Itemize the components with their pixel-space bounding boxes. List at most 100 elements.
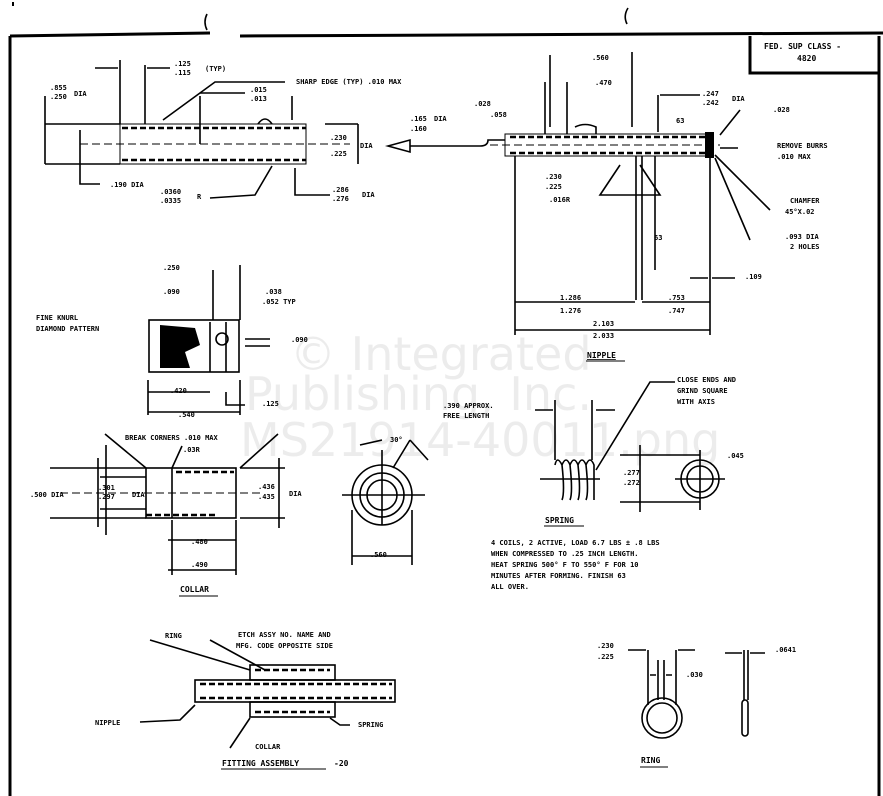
dimension-label: .230 (545, 173, 562, 181)
dimension-label: .276 (332, 195, 349, 203)
dimension-label: .013 (250, 95, 267, 103)
dimension-label: .090 (163, 288, 180, 296)
dimension-label: .540 (178, 411, 195, 419)
dimension-label: WHEN COMPRESSED TO .25 INCH LENGTH. (491, 550, 639, 558)
dimension-label: .470 (595, 79, 612, 87)
dimension-label: 1.286 (560, 294, 581, 302)
dimension-label: .855 (50, 84, 67, 92)
dimension-label: .03R (183, 446, 201, 454)
dimension-label: .301 (98, 484, 115, 492)
spring-detail: .390 APPROX. FREE LENGTH CLOSE ENDS AND … (443, 376, 744, 591)
dimension-label: .560 (592, 54, 609, 62)
dimension-label: .747 (668, 307, 685, 315)
dimension-label: .028 (773, 106, 790, 114)
dimension-label: SHARP EDGE (TYP) .010 MAX (296, 78, 402, 86)
dimension-label: FITTING ASSEMBLY (222, 759, 299, 768)
dimension-label: .058 (490, 111, 507, 119)
dimension-label: 4 COILS, 2 ACTIVE, LOAD 6.7 LBS ± .8 LBS (491, 539, 660, 547)
dimension-label: FREE LENGTH (443, 412, 489, 420)
dimension-label: MINUTES AFTER FORMING. FINISH 63 (491, 572, 626, 580)
dimension-label: NIPPLE (587, 351, 616, 360)
nipple-detail: .560 .470 .165 .160 DIA .028 .058 .247 .… (410, 52, 828, 362)
dimension-label: .480 (191, 538, 208, 546)
ring-detail: .230 .225 .030 .0641 RING (597, 642, 796, 768)
dimension-label: COLLAR (255, 743, 281, 751)
dimension-label: .420 (170, 387, 187, 395)
dimension-label: SPRING (358, 721, 383, 729)
dimension-label: .490 (191, 561, 208, 569)
dimension-label: COLLAR (180, 585, 209, 594)
knurl-detail: FINE KNURL DIAMOND PATTERN .250 .090 .03… (36, 264, 308, 419)
dimension-label: -20 (334, 759, 349, 768)
dimension-label: .052 TYP (262, 298, 296, 306)
dimension-label: DIA (362, 191, 375, 199)
dimension-label: .286 (332, 186, 349, 194)
dimension-label: (TYP) (205, 65, 226, 73)
dimension-label: DIA (132, 491, 145, 499)
dimension-label: .109 (745, 273, 762, 281)
dimension-label: ETCH ASSY NO. NAME AND (238, 631, 331, 639)
dimension-label: .125 (262, 400, 279, 408)
dimension-label: .045 (727, 452, 744, 460)
dimension-label: HEAT SPRING 500° F TO 550° F FOR 10 (491, 561, 639, 569)
dimension-label: DIAMOND PATTERN (36, 325, 99, 333)
dimension-label: .0335 (160, 197, 181, 205)
dimension-label: .230 (597, 642, 614, 650)
dimension-label: .165 (410, 115, 427, 123)
dimension-label: CLOSE ENDS AND (677, 376, 736, 384)
dimension-label: GRIND SQUARE (677, 387, 728, 395)
tube-detail: .855 .250 DIA .125 .115 (TYP) SHARP EDGE… (44, 60, 440, 205)
dimension-label: RING (641, 756, 660, 765)
dimension-label: .242 (702, 99, 719, 107)
dimension-label: .115 (174, 69, 191, 77)
dimension-label: 63 (654, 234, 662, 242)
dimension-label: .297 (98, 493, 115, 501)
dimension-label: BREAK CORNERS .010 MAX (125, 434, 219, 442)
dimension-label: 63 (676, 117, 684, 125)
dimension-label: .435 (258, 493, 275, 501)
dimension-label: .250 (163, 264, 180, 272)
dimension-label: DIA (74, 90, 87, 98)
dimension-label: 2.033 (593, 332, 614, 340)
dimension-label: DIA (360, 142, 373, 150)
dimension-label: R (197, 193, 202, 201)
dimension-label: .190 DIA (110, 181, 145, 189)
dimension-label: .390 APPROX. (443, 402, 494, 410)
dimension-label: .225 (330, 150, 347, 158)
dimension-label: 4820 (797, 54, 816, 63)
dimension-label: .247 (702, 90, 719, 98)
dimension-label: .038 (265, 288, 282, 296)
dimension-label: .0360 (160, 188, 181, 196)
dimension-label: DIA (434, 115, 447, 123)
dimension-label: RING (165, 632, 182, 640)
dimension-label: 45°X.02 (785, 208, 815, 216)
sheet-border (8, 2, 883, 796)
dimension-label: .250 (50, 93, 67, 101)
dimension-label: .230 (330, 134, 347, 142)
dimension-label: .016R (549, 196, 571, 204)
dimension-label: .090 (291, 336, 308, 344)
watermark-line-2: Publishing, Inc. (245, 367, 592, 421)
fitting-assembly: RING ETCH ASSY NO. NAME AND MFG. CODE OP… (95, 631, 396, 770)
dimension-label: 2 HOLES (790, 243, 820, 251)
dimension-label: NIPPLE (95, 719, 120, 727)
dimension-label: SPRING (545, 516, 574, 525)
dimension-label: .010 MAX (777, 153, 812, 161)
watermark-line-3: MS21914-40011.png (240, 413, 720, 467)
dimension-label: REMOVE BURRS (777, 142, 828, 150)
dimension-label: 2.103 (593, 320, 614, 328)
dimension-label: .436 (258, 483, 275, 491)
dimension-label: ALL OVER. (491, 583, 529, 591)
dimension-label: MFG. CODE OPPOSITE SIDE (236, 642, 333, 650)
dimension-label: FINE KNURL (36, 314, 78, 322)
title-block: FED. SUP CLASS - 4820 (748, 36, 880, 75)
dimension-label: .225 (597, 653, 614, 661)
dimension-label: .225 (545, 183, 562, 191)
dimension-label: 1.276 (560, 307, 581, 315)
watermark-line-1: © Integrated (290, 327, 592, 381)
dimension-label: DIA (732, 95, 745, 103)
dimension-label: 30° (390, 436, 403, 444)
collar-detail: BREAK CORNERS .010 MAX .03R .500 DIA .30… (30, 433, 429, 597)
dimension-label: WITH AXIS (677, 398, 715, 406)
